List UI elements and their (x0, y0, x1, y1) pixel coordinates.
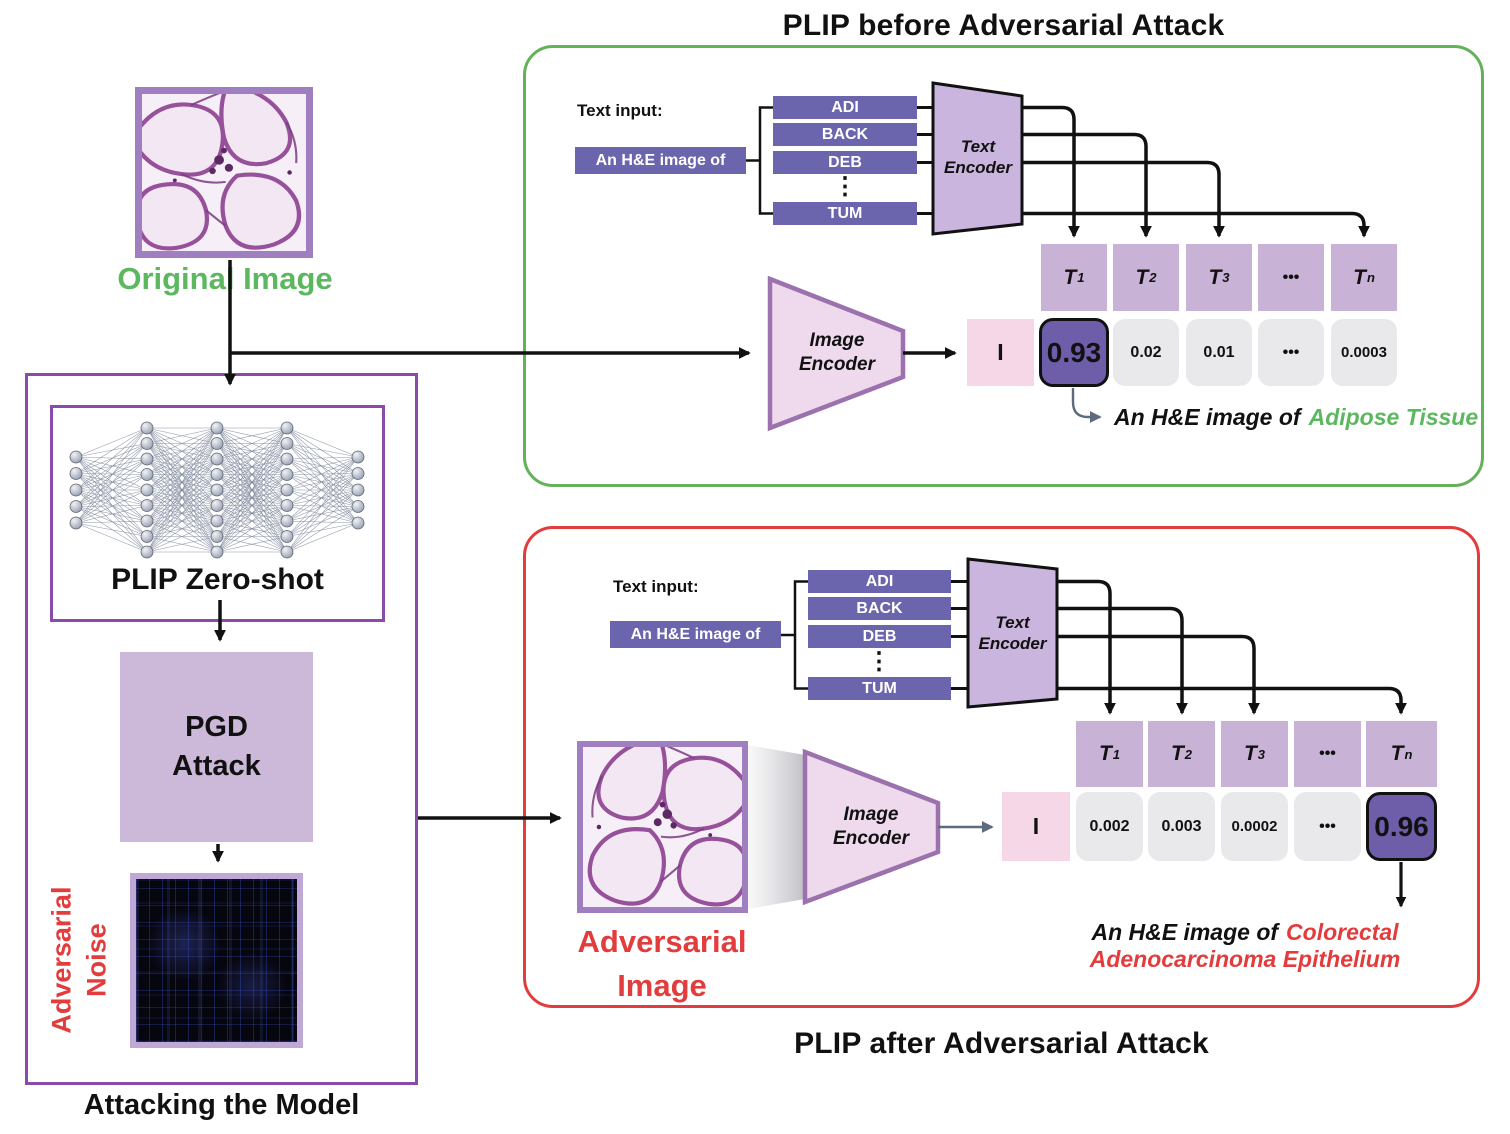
image-token-after: I (1002, 792, 1070, 861)
score-ellipsis-after: ••• (1294, 792, 1361, 861)
text-encoder-label-before: Text Encoder (933, 134, 1023, 180)
t-sub: 2 (1184, 746, 1193, 762)
adversarial-noise-label-line2: Noise (82, 923, 112, 997)
class-box-deb-after: DEB (808, 625, 951, 648)
text-input-label-after: Text input: (613, 577, 699, 596)
t-label: T (1098, 742, 1112, 765)
image-token-before: I (967, 319, 1034, 386)
t-sub: n (1404, 746, 1413, 762)
t-label: T (1208, 265, 1222, 289)
title-plip-after: PLIP after Adversarial Attack (794, 1027, 1209, 1060)
adversarial-image-label: Adversarial Image (552, 918, 772, 1010)
text-input-label-before: Text input: (577, 101, 663, 120)
pgd-attack-box: PGD Attack (120, 652, 313, 842)
t-sub: n (1366, 270, 1375, 285)
text-encoder-label-after: Text Encoder (968, 610, 1057, 656)
t-label: T (1353, 265, 1366, 289)
t-sub: 3 (1257, 746, 1266, 762)
t-label: T (1135, 265, 1149, 289)
score-2-after: 0.003 (1148, 792, 1215, 861)
score-n-before: 0.0003 (1331, 319, 1397, 386)
t-sub: 2 (1149, 270, 1157, 285)
neural-network-art (62, 416, 372, 564)
score-ellipsis-before: ••• (1258, 319, 1324, 386)
score-3-after: 0.0002 (1221, 792, 1288, 861)
image-encoder-line2: Encoder (832, 828, 910, 849)
caption-highlight-red: Colorectal (1286, 919, 1399, 945)
original-image-art (142, 94, 306, 251)
image-encoder-line1: Image (809, 330, 865, 352)
class-box-back-after: BACK (808, 597, 951, 620)
class-box-tum-after: TUM (808, 677, 951, 700)
horizontal-ellipsis-icon: ••• (1282, 268, 1300, 286)
t-box-ellipsis-before: ••• (1258, 244, 1324, 311)
noise-texture (136, 879, 297, 1042)
horizontal-ellipsis-icon: ••• (1319, 745, 1336, 762)
t-label: T (1170, 742, 1184, 765)
prompt-box-before: An H&E image of (575, 147, 746, 174)
class-box-deb-before: DEB (773, 151, 917, 174)
adversarial-image-art (583, 747, 742, 907)
score-2-before: 0.02 (1113, 319, 1179, 386)
t-sub: 3 (1222, 270, 1230, 285)
plip-zeroshot-box (50, 405, 385, 622)
adversarial-noise-label-line1: Adversarial (46, 886, 77, 1034)
text-encoder-line2: Encoder (978, 634, 1047, 653)
original-image-label: Original Image (117, 261, 333, 296)
class-box-tum-before: TUM (773, 202, 917, 225)
adversarial-noise-image (130, 873, 303, 1048)
adversarial-image-label-line1: Adversarial (577, 923, 747, 959)
caption-line2: Adenocarcinoma Epithelium (1089, 946, 1401, 972)
class-box-back-before: BACK (773, 123, 917, 146)
class-box-adi-before: ADI (773, 96, 917, 119)
score-1-after: 0.002 (1076, 792, 1143, 861)
caption-highlight-green: Adipose Tissue (1308, 404, 1479, 430)
score-highlight-after: 0.96 (1366, 792, 1437, 861)
prompt-box-after: An H&E image of (610, 621, 781, 648)
vertical-ellipsis-icon: ⋮ (833, 173, 857, 200)
image-encoder-label-before: Image Encoder (778, 328, 896, 378)
score-highlight-before: 0.93 (1039, 318, 1109, 387)
attacking-model-label: Attacking the Model (83, 1088, 360, 1121)
t-label: T (1243, 742, 1257, 765)
class-box-adi-after: ADI (808, 570, 951, 593)
caption-prefix: An H&E image of (1091, 919, 1279, 945)
adversarial-image-label-line2: Image (617, 968, 707, 1003)
t-sub: 1 (1112, 746, 1121, 762)
prediction-caption-after: An H&E image of Colorectal Adenocarcinoma… (1020, 919, 1470, 973)
text-encoder-line1: Text (960, 136, 996, 156)
text-encoder-line1: Text (995, 612, 1030, 632)
image-encoder-label-after: Image Encoder (812, 802, 930, 852)
t-box-ellipsis-after: ••• (1294, 721, 1361, 787)
plip-zeroshot-label: PLIP Zero-shot (111, 563, 324, 596)
original-image (135, 87, 313, 258)
adversarial-image (577, 741, 748, 913)
image-encoder-line1: Image (843, 804, 899, 826)
pgd-label-line2: Attack (172, 750, 261, 782)
adversarial-noise-label-wrap: Adversarial Noise (0, 880, 190, 1040)
vertical-ellipsis-icon: ⋮ (867, 648, 891, 675)
title-plip-before: PLIP before Adversarial Attack (782, 9, 1225, 42)
caption-prefix: An H&E image of (1114, 404, 1301, 430)
t-sub: 1 (1077, 270, 1085, 285)
image-encoder-line2: Encoder (798, 354, 876, 375)
pgd-label-line1: PGD (185, 710, 248, 743)
t-label: T (1063, 265, 1077, 289)
prediction-caption-before: An H&E image of Adipose Tissue (1114, 404, 1478, 430)
text-encoder-line2: Encoder (943, 158, 1013, 177)
score-3-before: 0.01 (1186, 319, 1252, 386)
t-label: T (1390, 742, 1404, 765)
